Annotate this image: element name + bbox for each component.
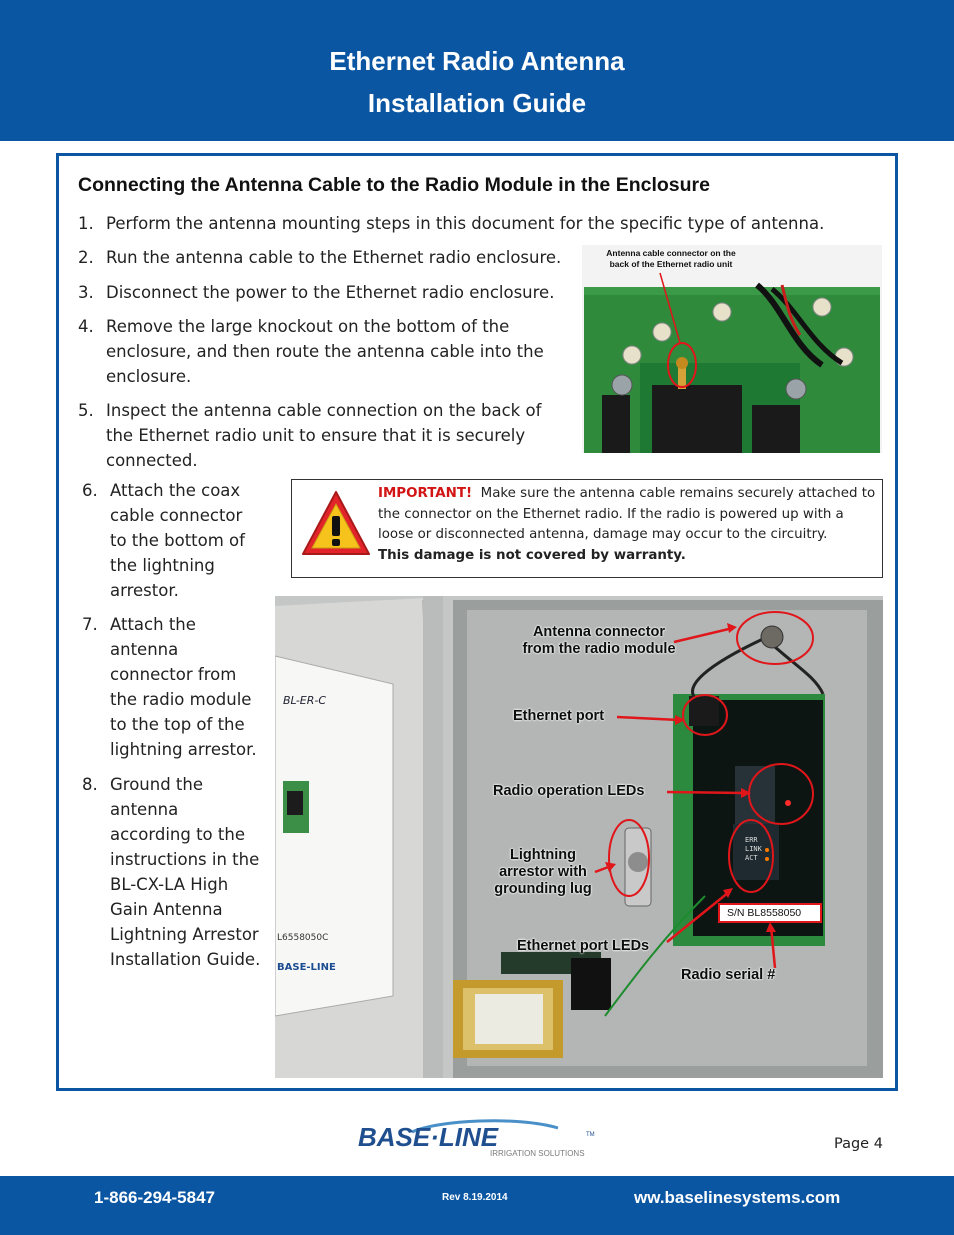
step-text-line: Gain Antenna [110, 900, 223, 919]
step-text-line: according to the [110, 825, 245, 844]
logo-wordmark: BASE·LINE [358, 1122, 499, 1152]
step-text: Perform the antenna mounting steps in th… [106, 214, 825, 233]
step-text-line: enclosure. [106, 367, 192, 386]
radio-board-illustration [582, 245, 882, 453]
step-text-line: arrestor. [110, 581, 179, 600]
step-text-line: the lightning [110, 556, 215, 575]
step-text-line: lightning arrestor. [110, 740, 257, 759]
step-text-line: enclosure, and then route the antenna ca… [106, 342, 544, 361]
annotation-line: from the radio module [522, 641, 676, 657]
warning-icon [300, 488, 372, 564]
step-text-line: antenna [110, 640, 179, 659]
radio-leds-label: Radio operation LEDs [493, 783, 645, 799]
step-text-line: Attach the coax [110, 481, 241, 500]
important-warranty: This damage is not covered by warranty. [378, 548, 686, 564]
step-text-line: to the bottom of [110, 531, 245, 550]
led-label: ERR [745, 836, 758, 844]
step-number: 1. [78, 214, 94, 233]
important-line: Make sure the antenna cable remains secu… [480, 486, 876, 501]
radio-board-caption: Antenna cable connector on the back of t… [596, 248, 746, 270]
step-text-line: BL-CX-LA High [110, 875, 229, 894]
step-text-line: connected. [106, 451, 198, 470]
step-text-line: connector from [110, 665, 237, 684]
step-text-line: the Ethernet radio unit to ensure that i… [106, 426, 526, 445]
door-doc-serial: L6558050C [277, 933, 329, 943]
important-notice: IMPORTANT! Make sure the antenna cable r… [291, 479, 883, 578]
step-number: 8. [82, 775, 98, 794]
antenna-connector-label: Antenna connector from the radio module [499, 624, 699, 658]
step-number: 6. [82, 481, 98, 500]
step-number: 7. [82, 615, 98, 634]
document-title-line2: Installation Guide [367, 88, 587, 118]
step-text-line: to the top of the [110, 715, 245, 734]
led-label: LINK [745, 845, 762, 853]
step-text-line: cable connector [110, 506, 243, 525]
step-text-line: Remove the large knockout on the bottom … [106, 317, 510, 336]
page-footer: 1-866-294-5847 Rev 8.19.2014 ww.baseline… [0, 1176, 954, 1235]
step-number: 2. [78, 248, 94, 267]
led-label-list: ERR LINK ACT [745, 836, 762, 863]
radio-serial-label: Radio serial # [681, 967, 776, 983]
step-text: Run the antenna cable to the Ethernet ra… [106, 248, 562, 267]
document-title-line1: Ethernet Radio Antenna [329, 46, 625, 76]
step-text-line: Lightning Arrestor [110, 925, 259, 944]
door-doc-title: BL-ER-C [283, 694, 327, 707]
page-number: Page 4 [834, 1136, 883, 1152]
step-number: 3. [78, 283, 94, 302]
step-text-line: Inspect the antenna cable connection on … [106, 401, 542, 420]
door-doc-brand: BASE-LINE [277, 962, 336, 973]
serial-number-sticker: S/N BL8558050 [727, 907, 802, 919]
footer-website[interactable]: ww.baselinesystems.com [634, 1188, 841, 1207]
section-title: Connecting the Antenna Cable to the Radi… [78, 174, 710, 196]
led-label: ACT [745, 854, 758, 862]
enclosure-illustration [275, 596, 883, 1078]
enclosure-photo: BL-ER-C L6558050C BASE-LINE Antenna conn… [275, 596, 883, 1078]
ethernet-leds-label: Ethernet port LEDs [517, 938, 650, 954]
step-text-line: antenna [110, 800, 179, 819]
important-line: the connector on the Ethernet radio. If … [378, 506, 844, 522]
annotation-line: arrestor with [499, 864, 587, 880]
step-text-line: the radio module [110, 690, 252, 709]
baseline-logo: BASE·LINE TM IRRIGATION SOLUTIONS [358, 1118, 598, 1166]
step-text-line: Ground the [110, 775, 204, 794]
logo-subtitle: IRRIGATION SOLUTIONS [490, 1149, 585, 1158]
important-text: IMPORTANT! Make sure the antenna cable r… [378, 484, 878, 567]
step-number: 5. [78, 401, 94, 420]
annotation-line: Lightning [509, 847, 577, 863]
document-header: Ethernet Radio Antenna Installation Guid… [0, 0, 954, 141]
step-text-line: Installation Guide. [110, 950, 261, 969]
step-text-line: instructions in the [110, 850, 260, 869]
important-line: loose or disconnected antenna, damage ma… [378, 527, 828, 543]
annotation-line: Antenna connector [532, 624, 666, 640]
important-label: IMPORTANT! [378, 486, 473, 501]
step-text: Disconnect the power to the Ethernet rad… [106, 283, 555, 302]
footer-revision: Rev 8.19.2014 [442, 1192, 508, 1203]
step-text-line: Attach the [110, 615, 196, 634]
ethernet-port-label: Ethernet port [513, 708, 605, 724]
annotation-line: grounding lug [494, 881, 592, 897]
footer-phone: 1-866-294-5847 [94, 1188, 215, 1207]
caption-line: back of the Ethernet radio unit [609, 259, 733, 269]
radio-board-photo [582, 245, 882, 453]
logo-trademark: TM [586, 1132, 595, 1138]
step-number: 4. [78, 317, 94, 336]
caption-line: Antenna cable connector on the [606, 248, 736, 258]
lightning-arrestor-label: Lightning arrestor with grounding lug [481, 847, 605, 898]
